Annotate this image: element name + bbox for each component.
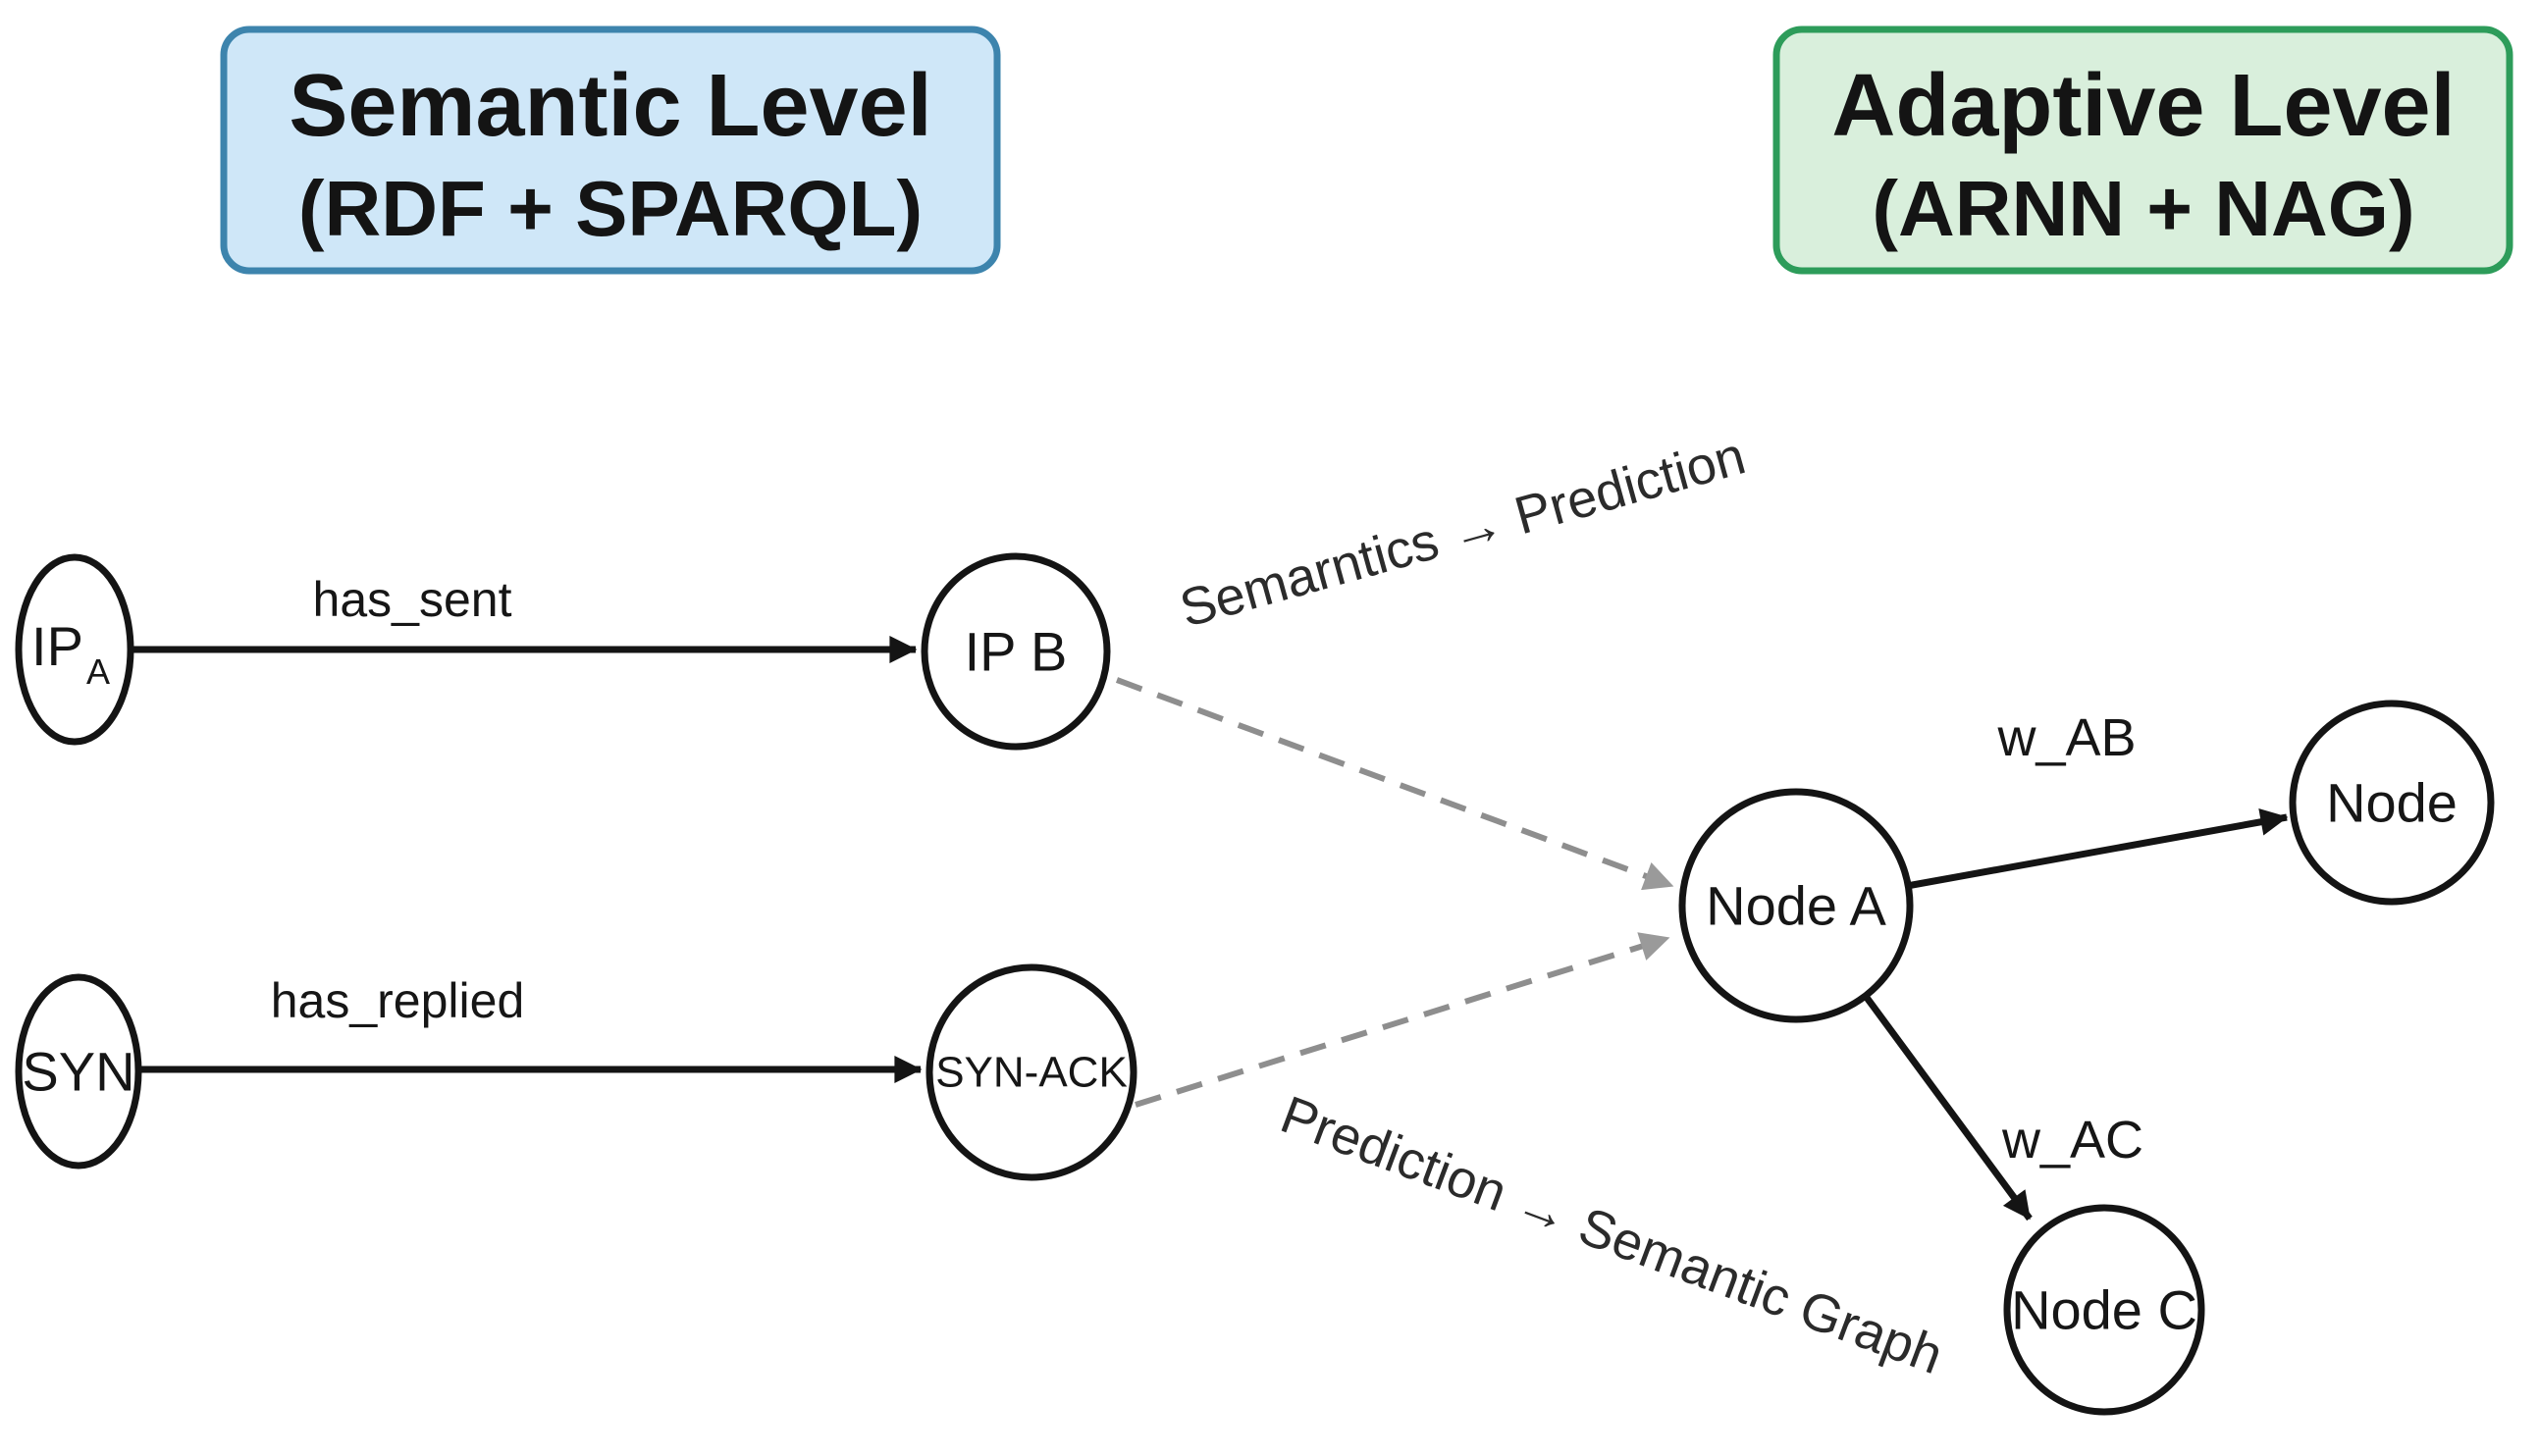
- node-ip-a-label-main: IP: [31, 615, 83, 677]
- node-syn-ack-label: SYN-ACK: [935, 1049, 1128, 1097]
- node-ip-b-label: IP B: [965, 621, 1068, 683]
- adaptive-level-box: Adaptive Level (ARNN + NAG): [1772, 26, 2513, 275]
- edge-prediction-to-semantic-graph: [1135, 932, 1670, 1108]
- edges-dashed: [1115, 677, 1674, 1108]
- edge-node-a-to-node-c: [1862, 992, 2033, 1222]
- node-syn-label: SYN: [22, 1041, 134, 1103]
- node-ip-a-label: IPA: [31, 615, 110, 692]
- node-b-label: Node: [2326, 772, 2458, 834]
- node-ip-b: IP B: [921, 552, 1111, 751]
- node-syn-ack: SYN-ACK: [925, 963, 1137, 1181]
- node-a: Node A: [1678, 788, 1914, 1023]
- edge-label-w-ac: w_AC: [2001, 1111, 2143, 1170]
- semantic-level-box: Semantic Level (RDF + SPARQL): [220, 26, 1001, 275]
- edge-label-has-replied: has_replied: [271, 973, 525, 1028]
- node-c-label: Node C: [2011, 1279, 2197, 1341]
- node-syn-shape: [15, 973, 142, 1170]
- semantic-level-box-shape: [220, 26, 1001, 275]
- node-b-shape: [2289, 700, 2495, 906]
- edge-label-prediction-to-semantic-graph: Prediction → Semantic Graph: [1273, 1085, 1950, 1385]
- node-ip-a-label-subscript: A: [86, 651, 110, 692]
- node-c-shape: [2003, 1204, 2205, 1416]
- adaptive-level-subtitle: (ARNN + NAG): [1872, 165, 2414, 252]
- node-syn-ack-shape: [925, 963, 1137, 1181]
- edge-label-has-sent: has_sent: [313, 572, 512, 627]
- adaptive-level-title: Adaptive Level: [1831, 57, 2455, 155]
- node-syn: SYN: [15, 973, 142, 1170]
- node-ip-a: IPA: [15, 553, 134, 746]
- edge-label-w-ab: w_AB: [1996, 708, 2136, 767]
- node-b: Node: [2289, 700, 2495, 906]
- edges-solid: [131, 636, 2289, 1222]
- adaptive-level-box-shape: [1772, 26, 2513, 275]
- node-ip-a-shape: [15, 553, 134, 746]
- edge-semantics-to-prediction: [1115, 677, 1674, 891]
- edge-label-semantics-to-prediction: Semarntics → Prediction: [1174, 426, 1752, 639]
- semantic-level-subtitle: (RDF + SPARQL): [298, 165, 923, 252]
- node-c: Node C: [2003, 1204, 2205, 1416]
- node-a-label: Node A: [1706, 875, 1886, 937]
- edge-node-a-to-node-b: [1906, 807, 2289, 890]
- semantic-level-title: Semantic Level: [289, 57, 931, 155]
- node-ip-b-shape: [921, 552, 1111, 751]
- node-a-shape: [1678, 788, 1914, 1023]
